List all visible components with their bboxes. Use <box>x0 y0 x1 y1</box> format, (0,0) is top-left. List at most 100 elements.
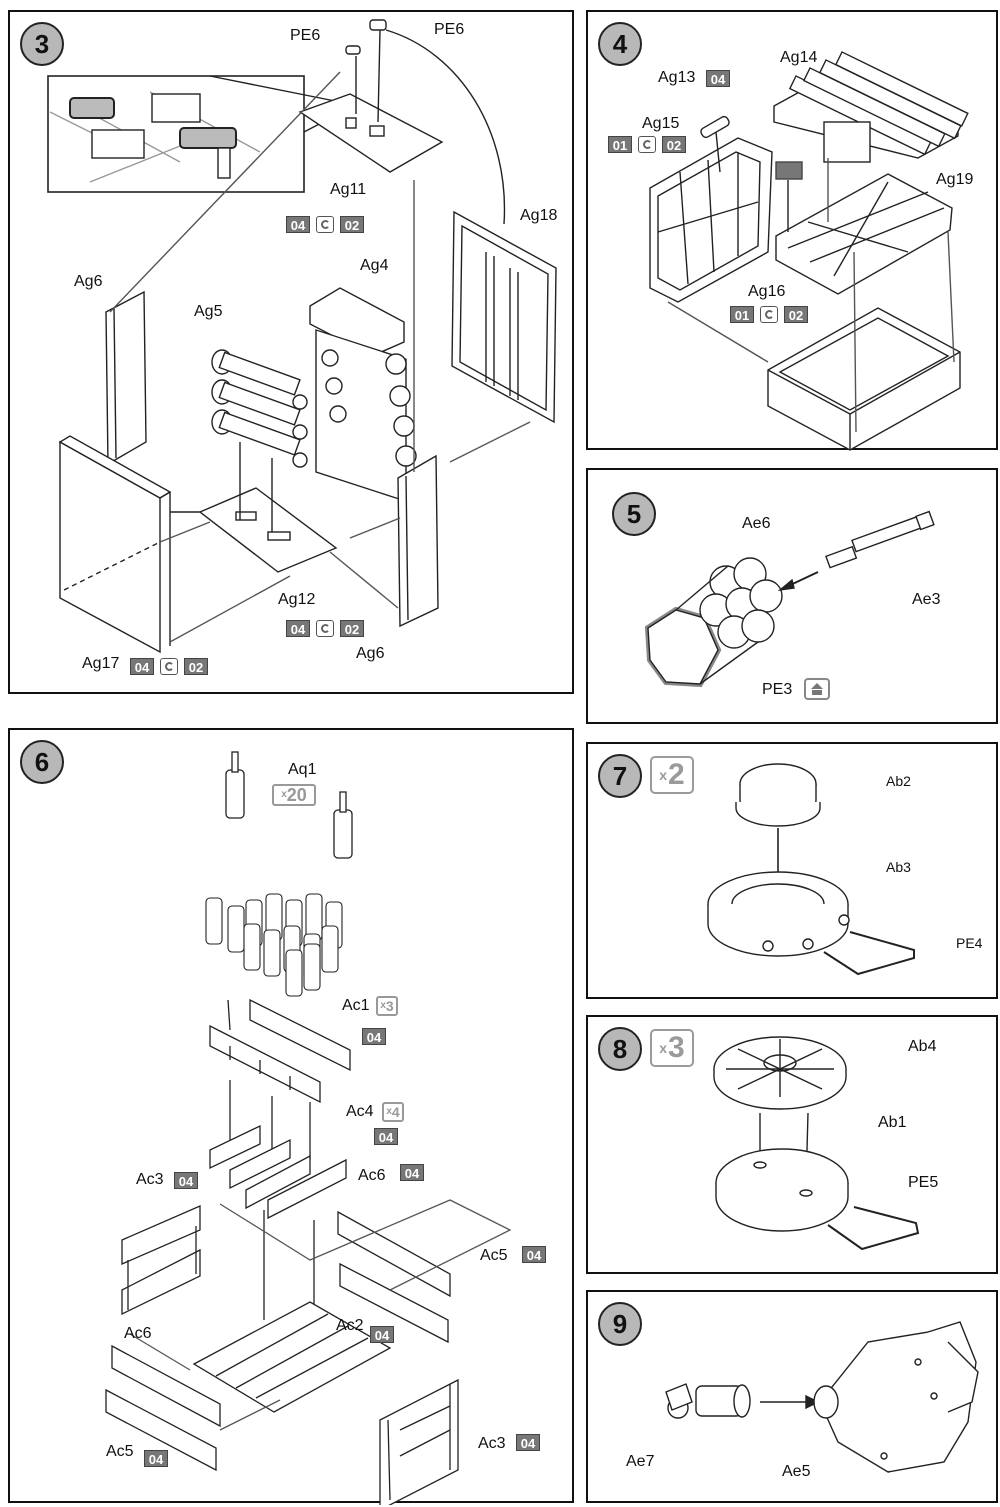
label-ag18: Ag18 <box>520 207 558 224</box>
swap-icon <box>160 658 178 675</box>
step-6-drawing <box>105 751 512 1505</box>
label-ab3: Ab3 <box>886 859 911 875</box>
label-ae3: Ae3 <box>912 591 941 608</box>
step-number: 3 <box>20 22 64 66</box>
swap-icon <box>638 136 656 153</box>
part-ag6-bottom <box>397 454 439 628</box>
step-5-panel: 5 Ae6 Ae3 PE3 <box>586 468 998 724</box>
part-ag14 <box>773 51 969 163</box>
label-ag6: Ag6 <box>74 273 103 290</box>
badge-sheet-01: 01 <box>608 136 632 153</box>
part-ag18 <box>451 210 557 424</box>
part-ae6 <box>644 557 783 688</box>
swap-icon <box>316 620 334 637</box>
step-4-drawing <box>649 51 969 451</box>
badge-sheet-04: 04 <box>286 216 310 233</box>
inset-clip <box>179 127 237 149</box>
badge-sheet-04: 04 <box>370 1326 394 1343</box>
label-ac5: Ac5 <box>106 1443 134 1460</box>
badge-sheet-04: 04 <box>516 1434 540 1451</box>
part-ag13 <box>700 115 730 139</box>
label-pe6: PE6 <box>434 21 465 38</box>
inset-pin <box>217 147 231 179</box>
step-3-panel: 3 <box>8 10 574 694</box>
label-ac4: Ac4 <box>346 1103 374 1120</box>
label-ae5: Ae5 <box>782 1463 811 1480</box>
label-ag12: Ag12 <box>278 591 316 608</box>
part-pe6 <box>369 19 387 31</box>
part-ac1 <box>209 998 351 1104</box>
part-pe5 <box>827 1206 920 1251</box>
label-ae7: Ae7 <box>626 1453 655 1470</box>
badge-sheet-04: 04 <box>522 1246 546 1263</box>
label-ag17: Ag17 <box>82 655 120 672</box>
part-ag5 <box>211 349 308 468</box>
part-ac6-left <box>111 1344 221 1428</box>
part-ab3 <box>707 871 850 957</box>
label-ac6: Ac6 <box>358 1167 386 1184</box>
label-pe5: PE5 <box>908 1174 939 1191</box>
part-ag16 <box>767 307 961 451</box>
step-4-panel: 4 Ag <box>586 10 998 451</box>
part-ab1 <box>715 1148 849 1232</box>
label-ac3: Ac3 <box>136 1171 164 1188</box>
label-ag6: Ag6 <box>356 645 385 662</box>
badge-sheet-04: 04 <box>130 658 154 675</box>
label-pe3: PE3 <box>762 681 793 698</box>
label-ac2: Ac2 <box>336 1317 364 1334</box>
label-ag5: Ag5 <box>194 303 223 320</box>
label-ab1: Ab1 <box>878 1114 907 1131</box>
badge-sheet-02: 02 <box>662 136 686 153</box>
part-ae7 <box>665 1383 751 1419</box>
part-ab2 <box>735 763 821 827</box>
arrow-ag18 <box>385 29 506 225</box>
swap-icon <box>760 306 778 323</box>
part-ag17 <box>59 440 161 654</box>
step-number: 9 <box>598 1302 642 1346</box>
label-ac6: Ac6 <box>124 1325 152 1342</box>
part-ac5-right <box>339 1262 449 1344</box>
label-ag14: Ag14 <box>780 49 818 66</box>
part-ab4 <box>713 1036 847 1110</box>
label-ab2: Ab2 <box>886 773 911 789</box>
inset-detail-box <box>47 75 305 193</box>
step-5-drawing <box>644 510 935 688</box>
label-ac3: Ac3 <box>478 1435 506 1452</box>
label-ab4: Ab4 <box>908 1038 937 1055</box>
label-ag15: Ag15 <box>642 115 680 132</box>
badge-sheet-04: 04 <box>362 1028 386 1045</box>
step-number: 4 <box>598 22 642 66</box>
badge-sheet-04: 04 <box>374 1128 398 1145</box>
step-number: 7 <box>598 754 642 798</box>
label-ag16: Ag16 <box>748 283 786 300</box>
badge-sheet-04: 04 <box>286 620 310 637</box>
label-ag4: Ag4 <box>360 257 389 274</box>
step-8-drawing <box>713 1036 920 1251</box>
label-ae6: Ae6 <box>742 515 771 532</box>
label-pe6: PE6 <box>290 27 321 44</box>
part-ac2 <box>192 1301 392 1413</box>
part-ae3 <box>825 510 935 569</box>
part-ac3-bottom <box>379 1378 459 1505</box>
inset-clip <box>69 97 115 119</box>
part-ac5-left <box>105 1388 217 1472</box>
badge-sheet-04: 04 <box>400 1164 424 1181</box>
step-3-drawing <box>47 19 557 654</box>
step-number: 6 <box>20 740 64 784</box>
part-ag12 <box>198 487 338 573</box>
label-ag11: Ag11 <box>330 181 367 198</box>
badge-sheet-04: 04 <box>706 70 730 87</box>
label-ag13: Ag13 <box>658 69 696 86</box>
upward-arrow-icon <box>804 678 830 700</box>
inset-leader <box>209 75 341 103</box>
part-ac3-top <box>121 1205 201 1316</box>
inset-block <box>151 93 201 123</box>
step-6-panel: 6 <box>8 728 574 1505</box>
step-number: 8 <box>598 1027 642 1071</box>
part-ag19 <box>775 173 953 295</box>
badge-sheet-02: 02 <box>340 216 364 233</box>
